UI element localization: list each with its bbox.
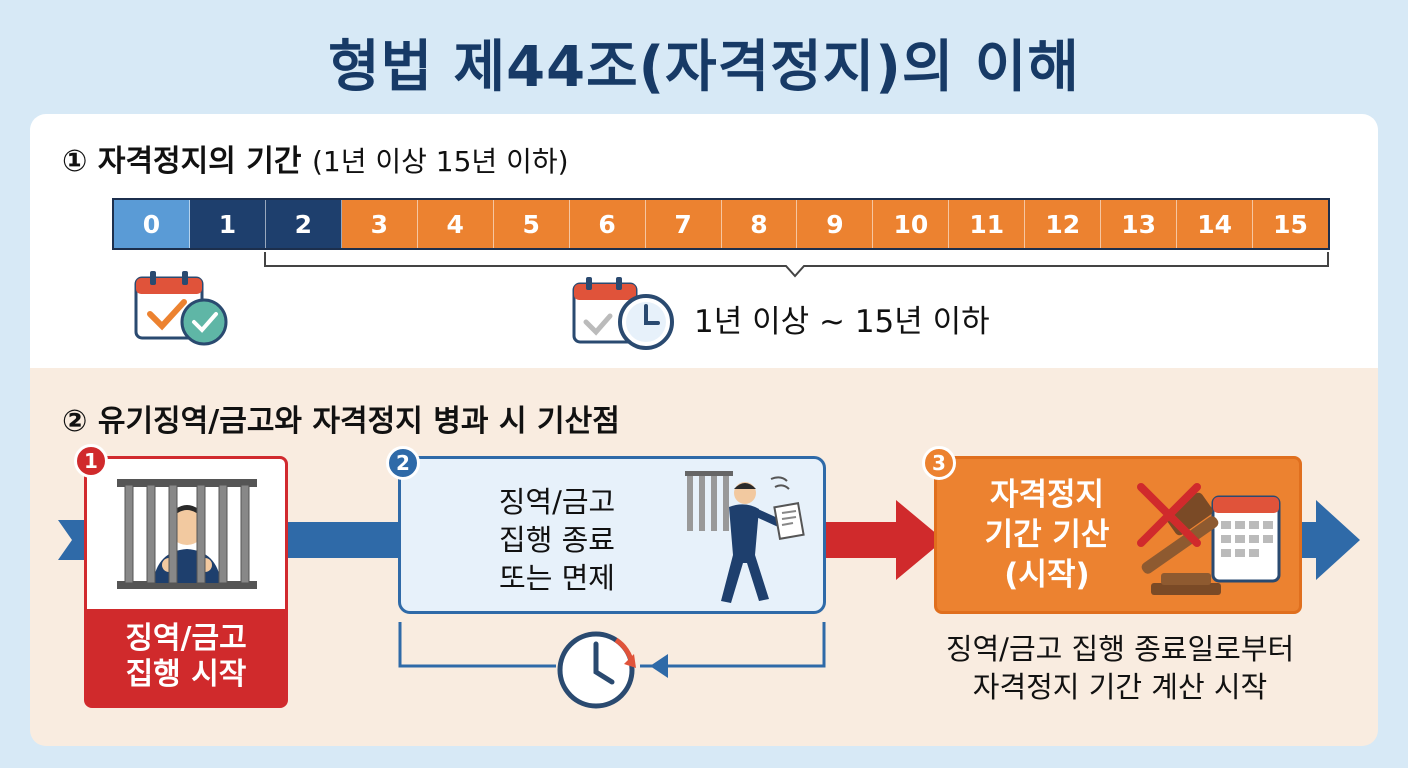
section-1-subtitle: (1년 이상 15년 이하) [311, 145, 569, 178]
timeline-cell: 6 [569, 200, 646, 248]
step-1-line: 집행 시작 [125, 657, 247, 692]
step-2-line: 또는 면제 [499, 561, 615, 595]
step-1-badge: 1 [74, 444, 108, 478]
step-2-line: 징역/금고 [498, 485, 616, 519]
year-timeline: 0 1 2 3 4 5 6 7 8 9 10 11 12 13 14 15 [112, 198, 1330, 250]
page-title: 형법 제44조(자격정지)의 이해 [328, 35, 1080, 100]
released-person-icon [685, 471, 805, 603]
timeline-cell: 11 [949, 200, 1026, 248]
clock-icon [557, 631, 636, 709]
timeline-cell: 13 [1101, 200, 1178, 248]
step-2-label: 징역/금고 집행 종료 또는 면제 [457, 483, 657, 597]
step-3-box: 자격정지 기간 기산 (시작) [934, 456, 1302, 614]
step-3-badge: 3 [922, 446, 956, 480]
section-2-title: 유기징역/금고와 자격정지 병과 시 기산점 [97, 404, 620, 439]
step-3-line: 자격정지 [989, 477, 1105, 513]
timeline-cell: 0 [114, 200, 190, 248]
result-line: 징역/금고 집행 종료일로부터 [945, 632, 1295, 666]
step-1-label: 징역/금고 집행 시작 [87, 609, 285, 705]
section-1-title: 자격정지의 기간 [97, 144, 302, 179]
result-text: 징역/금고 집행 종료일로부터 자격정지 기간 계산 시작 [920, 630, 1320, 706]
result-line: 자격정지 기간 계산 시작 [972, 670, 1268, 704]
calendar-check-icon [134, 271, 228, 346]
step-1-box: 징역/금고 집행 시작 [84, 456, 288, 708]
timeline-cell: 3 [341, 200, 418, 248]
step-2-line: 집행 종료 [499, 523, 615, 557]
timeline-cell: 10 [873, 200, 950, 248]
timeline-cell: 14 [1177, 200, 1254, 248]
step-3-label: 자격정지 기간 기산 (시작) [947, 475, 1147, 595]
timeline-cell: 9 [797, 200, 874, 248]
timeline-cell: 12 [1025, 200, 1102, 248]
section-1-heading: ① 자격정지의 기간 (1년 이상 15년 이하) [62, 136, 569, 180]
section-2-heading: ② 유기징역/금고와 자격정지 병과 시 기산점 [62, 396, 620, 440]
step-2-box: 징역/금고 집행 종료 또는 면제 [398, 456, 826, 614]
timeline-cell: 8 [721, 200, 798, 248]
prison-bars-icon [117, 479, 257, 589]
step-2-badge: 2 [386, 446, 420, 480]
timeline-cell: 2 [265, 200, 342, 248]
range-label: 1년 이상 ~ 15년 이하 [694, 304, 990, 340]
timeline-cell: 1 [189, 200, 266, 248]
calendar-clock-icon [572, 277, 674, 350]
step-3-line: (시작) [1004, 557, 1090, 593]
timeline-cell: 7 [645, 200, 722, 248]
section-2-number: ② [62, 404, 88, 439]
step-1-line: 징역/금고 [125, 621, 247, 656]
step-3-line: 기간 기산 [984, 517, 1110, 553]
timeline-cell: 15 [1253, 200, 1328, 248]
gavel-calendar-icon [1137, 483, 1281, 595]
timeline-cell: 4 [417, 200, 494, 248]
timeline-cell: 5 [493, 200, 570, 248]
section-1-number: ① [62, 144, 88, 179]
